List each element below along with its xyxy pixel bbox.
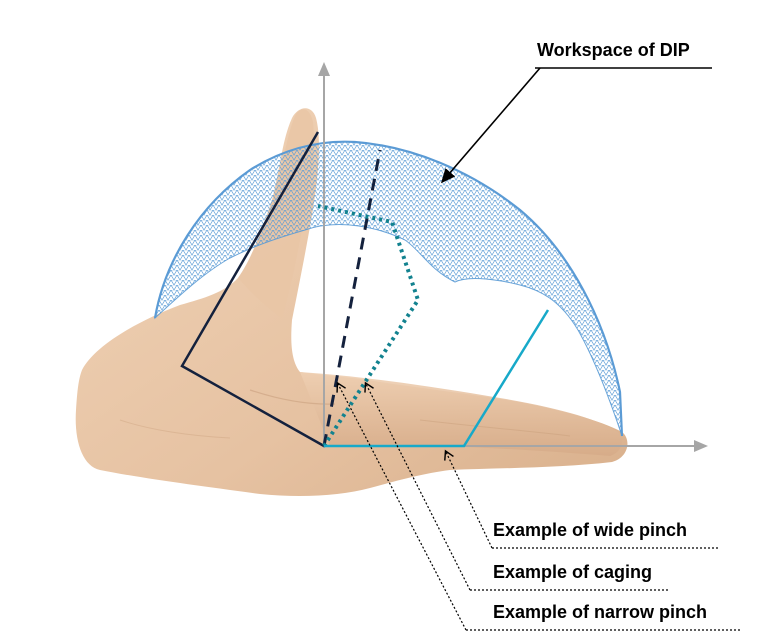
workspace-dome [153, 140, 624, 437]
wide-pinch-label: Example of wide pinch [493, 520, 688, 540]
narrow-pinch-link [322, 149, 382, 447]
caging-label: Example of caging [493, 562, 653, 582]
thumb-link [180, 131, 325, 448]
callout-leaders [336, 67, 742, 631]
workspace-label: Workspace of DIP [537, 40, 690, 60]
narrow-pinch-label: Example of narrow pinch [493, 602, 708, 622]
wide-pinch-leader [444, 449, 493, 549]
index-finger-shape [300, 372, 623, 456]
dome-rim [153, 140, 624, 437]
caging-link [317, 204, 421, 448]
workspace-leader [440, 67, 541, 184]
horizontal-axis-arrow-icon [694, 440, 708, 452]
wide-pinch-link [324, 309, 550, 448]
caging-leader [364, 381, 471, 591]
vertical-axis-arrow-icon [318, 62, 330, 76]
finger-poses [180, 131, 550, 448]
